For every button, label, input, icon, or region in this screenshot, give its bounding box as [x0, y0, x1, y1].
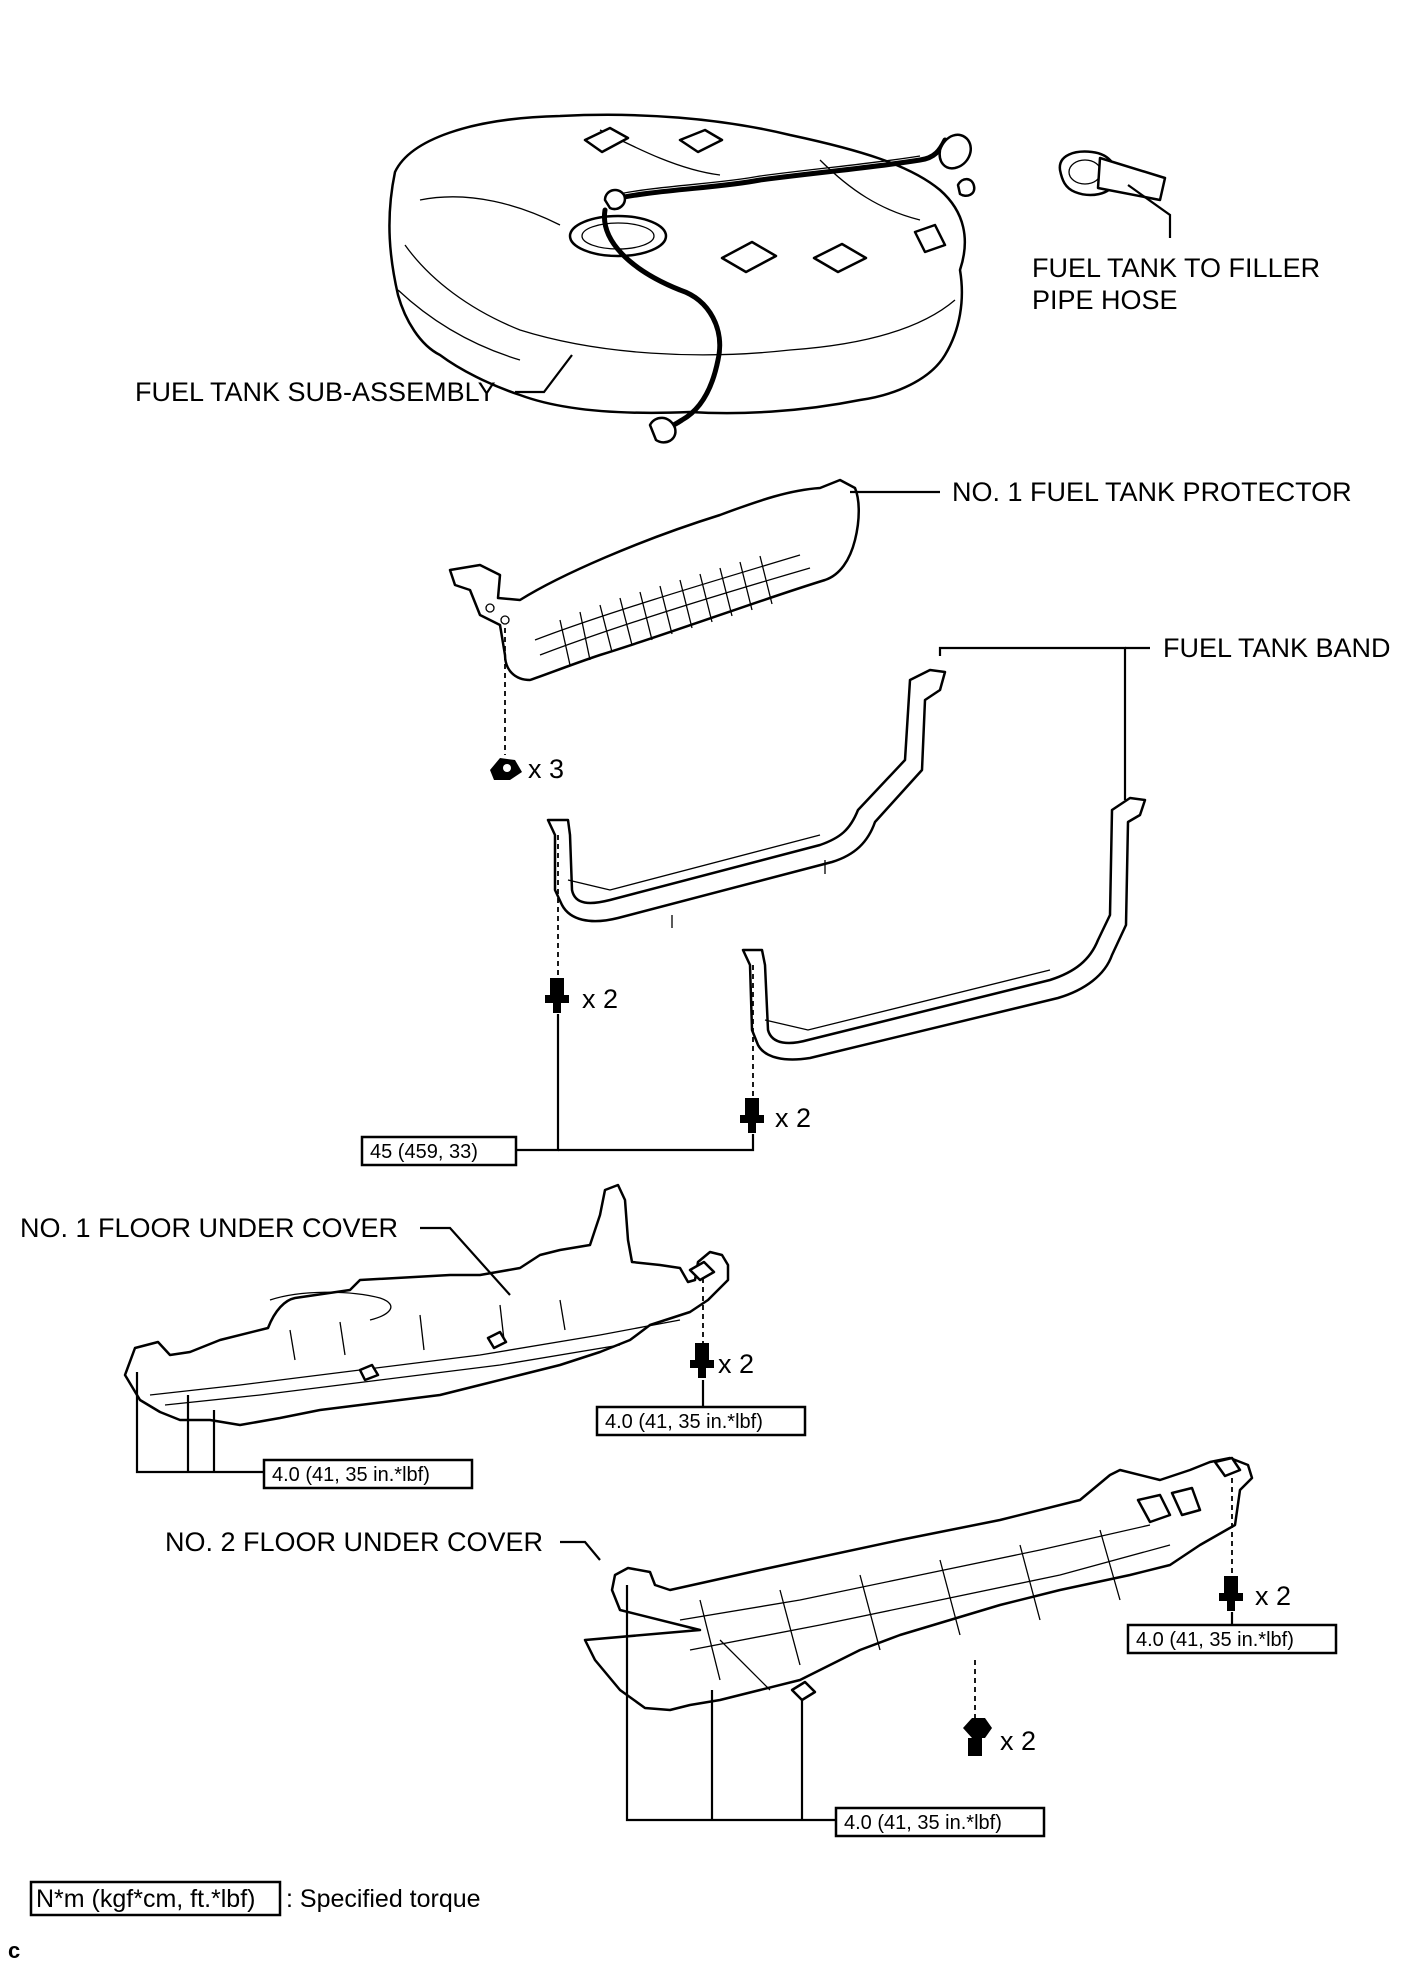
- torque-cover2-bottom: 4.0 (41, 35 in.*lbf): [844, 1812, 1002, 1834]
- torque-band: 45 (459, 33): [370, 1141, 478, 1163]
- qty-cover1-bolts: x 2: [718, 1349, 754, 1379]
- no2-floor-under-cover: [583, 1456, 1254, 1712]
- label-no2-floor-under-cover: NO. 2 FLOOR UNDER COVER: [165, 1527, 543, 1557]
- label-no1-floor-under-cover: NO. 1 FLOOR UNDER COVER: [20, 1213, 398, 1243]
- label-filler-pipe-hose-line1: FUEL TANK TO FILLER: [1032, 253, 1320, 283]
- qty-protector-clips: x 3: [528, 754, 564, 784]
- qty-band-bolts-left: x 2: [582, 984, 618, 1014]
- qty-cover2-bolts-right: x 2: [1255, 1581, 1291, 1611]
- torque-box-cover2-right: [1126, 1623, 1338, 1655]
- no1-floor-under-cover: [123, 1183, 730, 1427]
- label-no1-fuel-tank-protector: NO. 1 FUEL TANK PROTECTOR: [952, 477, 1352, 507]
- legend-description: : Specified torque: [286, 1885, 481, 1913]
- protector-clip: [490, 758, 522, 780]
- label-filler-pipe-hose-line2: PIPE HOSE: [1032, 285, 1178, 315]
- torque-cover1-left: 4.0 (41, 35 in.*lbf): [272, 1464, 430, 1486]
- band-bolt-left: [545, 978, 569, 1013]
- legend-torque-box: [29, 1880, 282, 1917]
- fuel-tank-sub-assembly: [388, 113, 976, 444]
- label-fuel-tank-band: FUEL TANK BAND: [1163, 633, 1391, 663]
- qty-band-bolts-right: x 2: [775, 1103, 811, 1133]
- torque-box-cover2-bottom: [834, 1806, 1046, 1838]
- cover2-bolt-right: [1219, 1576, 1243, 1611]
- torque-box-band: [360, 1135, 518, 1167]
- no1-fuel-tank-protector: [448, 478, 860, 682]
- cover1-bolt: [690, 1343, 714, 1378]
- cover2-bolt-middle: [963, 1718, 992, 1756]
- fuel-tank-to-filler-pipe-hose: [1058, 150, 1167, 202]
- torque-box-cover1-right: [595, 1405, 807, 1437]
- torque-cover1-right: 4.0 (41, 35 in.*lbf): [605, 1411, 763, 1433]
- torque-cover2-right: 4.0 (41, 35 in.*lbf): [1136, 1629, 1294, 1651]
- torque-box-cover1-left: [262, 1458, 474, 1490]
- fuel-tank-band-rear: [546, 668, 947, 928]
- fuel-tank-band-front: [741, 796, 1147, 1061]
- legend-unit: N*m (kgf*cm, ft.*lbf): [36, 1885, 255, 1913]
- qty-cover2-bolts-middle: x 2: [1000, 1726, 1036, 1756]
- label-fuel-tank-sub-assembly: FUEL TANK SUB-ASSEMBLY: [135, 377, 496, 407]
- corner-code: c: [8, 1938, 20, 1963]
- band-bolt-right: [740, 1098, 764, 1133]
